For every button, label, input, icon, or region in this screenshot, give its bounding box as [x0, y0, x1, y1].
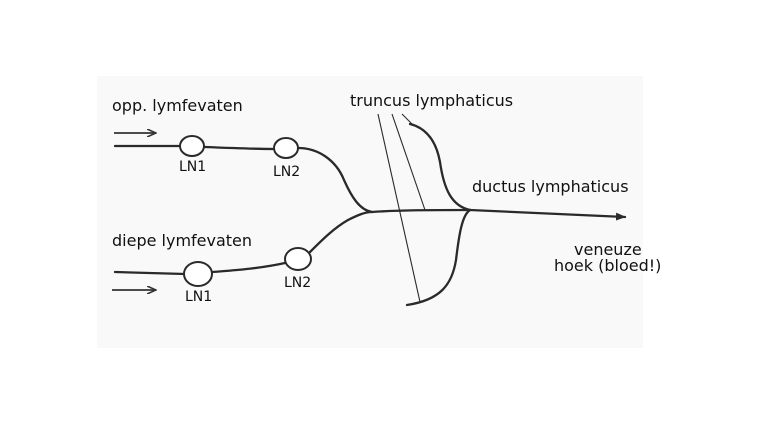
- merged-lymph-vessel: [370, 208, 472, 214]
- deep-ln1-label: LN1: [185, 289, 213, 305]
- venous-angle-label-line2: hoek (bloed!): [554, 256, 662, 275]
- deep-lymph-vessel: [113, 210, 374, 276]
- superficial-lymph-vessel: [113, 144, 374, 214]
- trunk-pointer-line-1: [377, 113, 421, 303]
- deep-ln1-node: [183, 261, 213, 287]
- superficial-ln2-node: [273, 137, 299, 159]
- trunk-pointer-line-2: [391, 113, 426, 211]
- venous-angle-label-line1: veneuze: [574, 240, 642, 259]
- deep-ln2-label: LN2: [284, 275, 312, 291]
- trunk-pointer-line-3: [401, 113, 415, 127]
- superficial-vessels-label: opp. lymfevaten: [112, 96, 243, 115]
- superficial-ln1-label: LN1: [179, 159, 207, 175]
- deep-vessels-label: diepe lymfevaten: [112, 231, 253, 250]
- trunk-lower-branch: [405, 208, 472, 307]
- trunk-label: truncus lymphaticus: [350, 91, 514, 110]
- duct-label: ductus lymphaticus: [472, 177, 629, 196]
- superficial-ln1-node: [179, 135, 205, 157]
- trunk-upper-branch: [408, 122, 472, 212]
- superficial-ln2-label: LN2: [273, 164, 301, 180]
- deep-ln2-node: [284, 247, 312, 271]
- lymphatic-duct-vessel: [468, 208, 627, 221]
